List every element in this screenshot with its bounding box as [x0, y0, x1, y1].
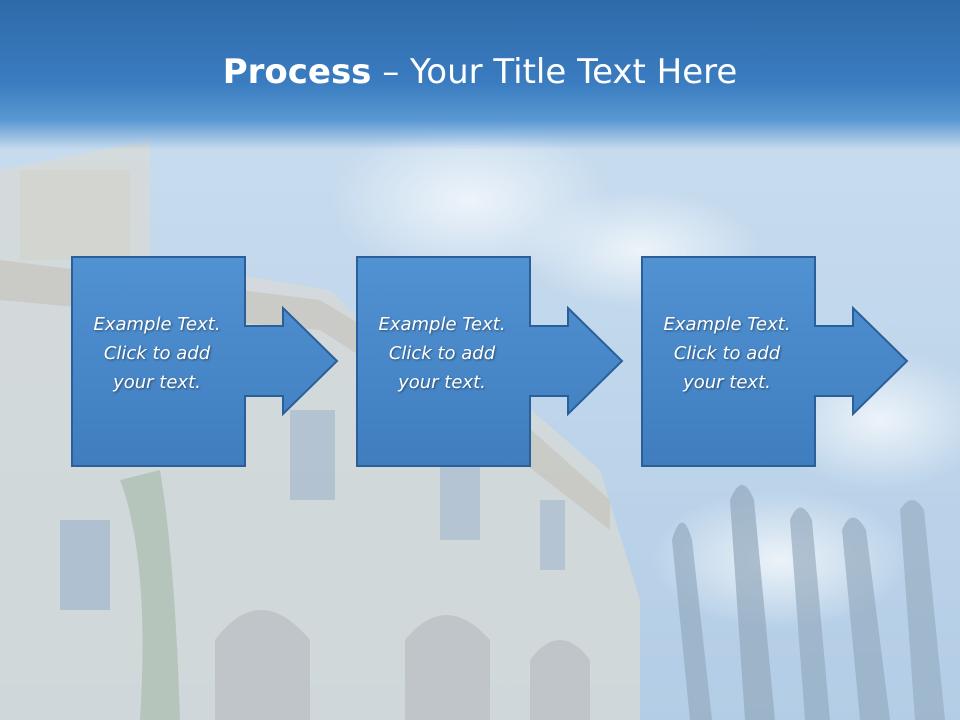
- step-text-line-1: Example Text.: [378, 314, 506, 335]
- step-arrow-shape: [356, 256, 624, 467]
- step-text-line-2: Click to add: [388, 343, 496, 364]
- title-strong: Process: [222, 52, 372, 92]
- process-step-3[interactable]: Example Text. Click to add your text.: [641, 256, 911, 468]
- step-text-line-2: Click to add: [103, 343, 211, 364]
- step-text-line-3: your text.: [113, 372, 201, 393]
- step-text: Example Text. Click to add your text.: [647, 310, 807, 397]
- title-band: [0, 0, 960, 150]
- slide-title[interactable]: Process – Your Title Text Here: [0, 52, 960, 92]
- step-arrow-shape: [641, 256, 909, 467]
- step-text-line-3: your text.: [683, 372, 771, 393]
- step-text-line-2: Click to add: [673, 343, 781, 364]
- title-rest: – Your Title Text Here: [371, 52, 738, 92]
- step-text: Example Text. Click to add your text.: [77, 310, 237, 397]
- step-text-line-3: your text.: [398, 372, 486, 393]
- process-step-1[interactable]: Example Text. Click to add your text.: [71, 256, 341, 468]
- step-arrow-shape: [71, 256, 339, 467]
- step-text-line-1: Example Text.: [93, 314, 221, 335]
- step-text: Example Text. Click to add your text.: [362, 310, 522, 397]
- step-text-line-1: Example Text.: [663, 314, 791, 335]
- process-step-2[interactable]: Example Text. Click to add your text.: [356, 256, 626, 468]
